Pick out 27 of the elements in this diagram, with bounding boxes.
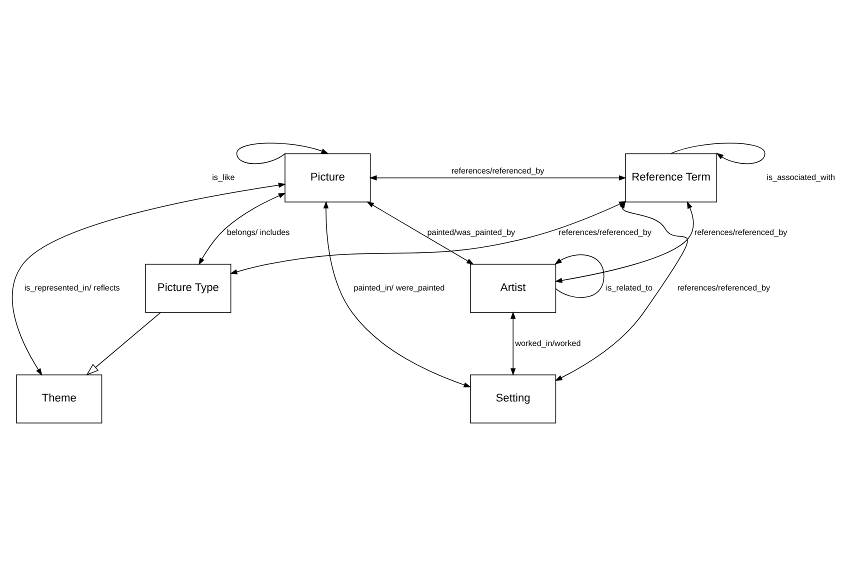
arrow <box>369 175 626 180</box>
edge-label: references/referenced_by <box>694 228 788 238</box>
arrow <box>198 192 286 266</box>
arrow <box>554 254 604 298</box>
edge-label: belongs/ includes <box>226 228 290 238</box>
edge-label: is_like <box>212 172 235 182</box>
arrow <box>12 182 286 376</box>
edge-label: references/referenced_by <box>677 283 770 292</box>
arrow <box>236 142 329 164</box>
edge-label: is_associated_with <box>766 172 836 182</box>
edge-label: worked_in/worked <box>515 338 581 348</box>
node-box: Theme <box>16 374 102 424</box>
arrow <box>510 311 516 376</box>
node-box: Artist <box>470 264 556 313</box>
edge-label: painted_in/ were_painted <box>354 283 445 292</box>
edge-label: references/referenced_by <box>451 166 544 176</box>
node-box: Reference Term <box>625 153 718 202</box>
edge-label: references/referenced_by <box>558 228 652 238</box>
edge-label: is_represented_in/ reflects <box>24 283 120 292</box>
arrow <box>366 201 474 265</box>
node-box: Picture <box>284 153 371 202</box>
arrow <box>86 312 161 376</box>
node-box: Picture Type <box>145 264 232 313</box>
edge-label: is_related_to <box>606 283 652 292</box>
edge-label: painted/was_painted_by <box>427 228 516 238</box>
arrow <box>323 200 472 388</box>
node-box: Setting <box>470 374 556 424</box>
